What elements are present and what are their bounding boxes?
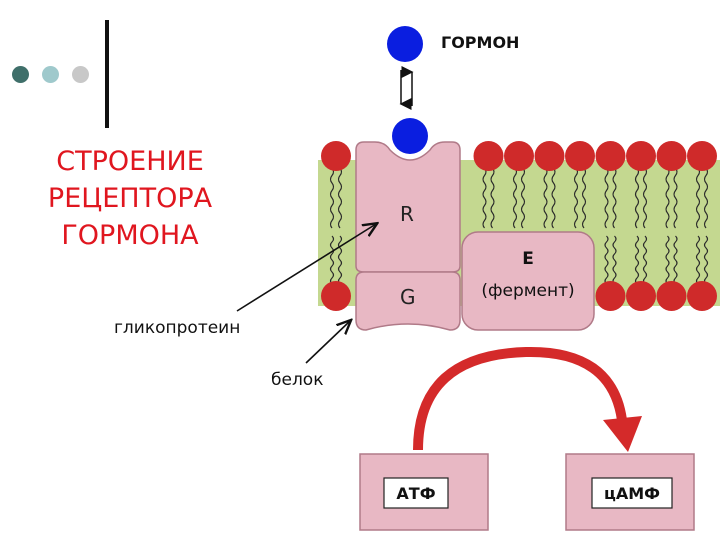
lipid-tail xyxy=(573,167,579,229)
lipid-tail xyxy=(604,167,609,229)
lipid-head-bottom xyxy=(626,281,656,311)
lipid-tail xyxy=(634,235,640,285)
lipid-tail xyxy=(673,167,678,229)
lipid-tail xyxy=(512,167,518,229)
lipid-tail xyxy=(337,167,343,229)
enzyme-sub-label: (фермент) xyxy=(481,281,574,301)
lipid-tail xyxy=(482,167,487,229)
lipid-tail xyxy=(665,167,670,229)
lipid-tail xyxy=(604,235,609,285)
hormone-label: ГОРМОН xyxy=(441,33,519,52)
title-line-1: СТРОЕНИЕ xyxy=(56,146,204,177)
lipid-head-top xyxy=(473,141,504,171)
lipid-head-top xyxy=(626,141,656,171)
lipid-head-bottom xyxy=(321,281,351,311)
protein-label: белок xyxy=(271,370,324,390)
bullet-dot-gray xyxy=(72,66,89,83)
enzyme-protein xyxy=(461,231,595,331)
lipid-tail xyxy=(673,235,678,285)
hormone-molecule-free xyxy=(387,26,423,62)
lipid-tail xyxy=(581,167,587,229)
bullet-dot-dark xyxy=(12,66,29,83)
lipid-tail xyxy=(612,167,617,229)
lipid-heads xyxy=(321,141,717,311)
lipid-head-bottom xyxy=(687,281,717,311)
divider-line xyxy=(105,20,109,128)
lipid-head-top xyxy=(687,141,717,171)
camp-label-box xyxy=(591,477,673,509)
lipid-tail xyxy=(329,235,335,285)
receptor-label: R xyxy=(400,202,414,226)
lipid-tail xyxy=(665,235,670,285)
reaction-arrowhead xyxy=(603,416,642,452)
lipid-tail xyxy=(703,235,709,285)
lipid-tail xyxy=(337,235,343,285)
lipid-tail xyxy=(695,167,701,229)
lipid-tail xyxy=(543,167,548,229)
camp-label: цАМФ xyxy=(604,484,660,503)
lipid-head-top xyxy=(504,141,534,171)
lipid-tail xyxy=(642,235,648,285)
atp-label: АТФ xyxy=(396,484,435,503)
lipid-tail xyxy=(612,235,617,285)
lipid-head-bottom xyxy=(595,281,626,311)
title-line-3: ГОРМОНА xyxy=(61,220,199,251)
page-title: СТРОЕНИЕ РЕЦЕПТОРА ГОРМОНА xyxy=(14,143,246,254)
title-line-2: РЕЦЕПТОРА xyxy=(47,183,213,214)
lipid-tail xyxy=(490,167,495,229)
gprotein-label: G xyxy=(400,285,416,309)
lipid-head-top xyxy=(534,141,565,171)
lipid-tail xyxy=(520,167,526,229)
reaction-arrow xyxy=(413,346,627,451)
lipid-tail xyxy=(329,167,335,229)
lipid-tails xyxy=(329,167,709,285)
atp-label-box xyxy=(383,477,449,509)
lipid-head-top xyxy=(565,141,595,171)
hormone-molecule-bound xyxy=(392,118,428,154)
lipid-head-top xyxy=(321,141,351,171)
lipid-tail xyxy=(703,167,709,229)
lipid-tail xyxy=(642,167,648,229)
glycoprotein-label: гликопротеин xyxy=(114,318,241,338)
lipid-head-top xyxy=(656,141,687,171)
g-protein xyxy=(355,271,461,331)
lipid-head-top xyxy=(595,141,626,171)
protein-pointer xyxy=(305,321,350,364)
lipid-tail xyxy=(551,167,556,229)
lipid-tail xyxy=(695,235,701,285)
lipid-head-bottom xyxy=(656,281,687,311)
lipid-tail xyxy=(634,167,640,229)
bullet-dot-light xyxy=(42,66,59,83)
glycoprotein-pointer xyxy=(236,224,376,312)
enzyme-label: E xyxy=(522,249,534,269)
